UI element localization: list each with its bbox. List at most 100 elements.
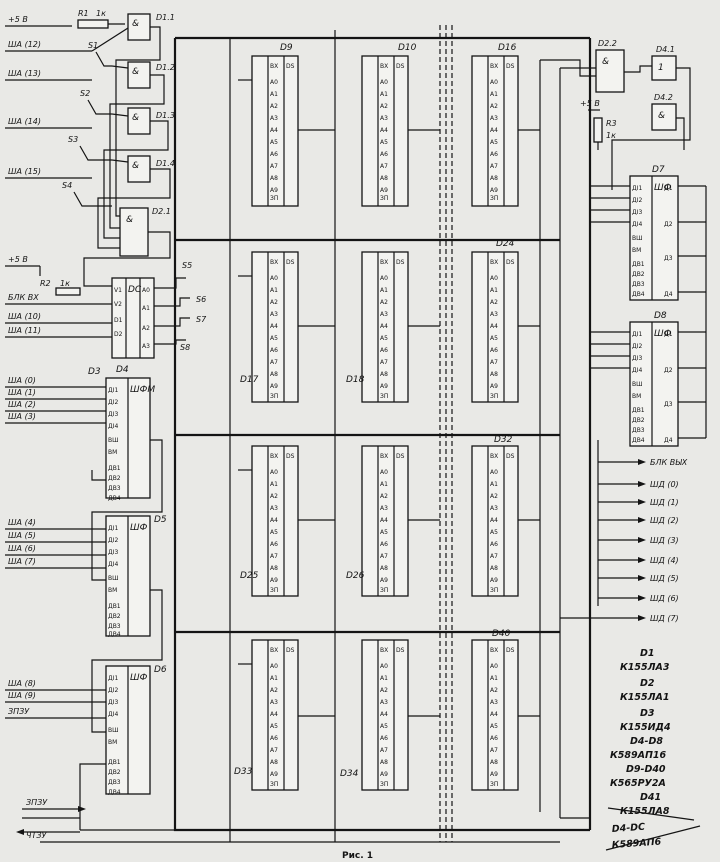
svg-text:ДВ3: ДВ3 (632, 281, 645, 288)
svg-text:А7: А7 (270, 747, 278, 754)
svg-text:А0: А0 (270, 275, 278, 282)
svg-text:А4: А4 (270, 323, 278, 330)
svg-text:А2: А2 (490, 103, 498, 110)
latch-chips: D3 ШФМ ДІ1 ДІ2 ДІ3 ДІ4 ВШ ВМ ДВ1 ДВ2 ДВ3… (5, 367, 167, 830)
svg-text:ДВ1: ДВ1 (108, 603, 121, 610)
svg-text:А3: А3 (380, 115, 388, 122)
svg-text:ДВ3: ДВ3 (632, 427, 645, 434)
memory-chip-d10: D10 ВХ DS А0 А1 А2 А3 А4 А5 А6 А7 А8 А9 … (361, 43, 417, 207)
svg-text:А9: А9 (270, 771, 278, 778)
svg-text:ВХ: ВХ (270, 453, 278, 460)
svg-text:ДВ4: ДВ4 (108, 631, 121, 638)
svg-text:А6: А6 (490, 735, 498, 742)
switch-s1: S1 (88, 41, 98, 50)
svg-text:А5: А5 (490, 139, 498, 146)
svg-text:ДІ3: ДІ3 (108, 411, 118, 418)
legend-ref-3: D4-D8 (630, 736, 663, 747)
svg-text:А4: А4 (380, 127, 388, 134)
svg-text:А6: А6 (380, 347, 388, 354)
svg-text:D26: D26 (346, 571, 365, 581)
svg-text:А6: А6 (270, 151, 278, 158)
svg-text:А1: А1 (270, 91, 278, 98)
svg-text:ВХ: ВХ (270, 647, 278, 654)
svg-text:А7: А7 (490, 553, 498, 560)
svg-text:ЗП: ЗП (490, 587, 498, 594)
svg-text:А2: А2 (380, 299, 388, 306)
svg-text:ЗП: ЗП (270, 587, 278, 594)
bottom-control-lines: ЗПЗУ ЧТЗУ (16, 798, 86, 840)
svg-text:А2: А2 (270, 299, 278, 306)
svg-text:А3: А3 (270, 699, 278, 706)
svg-text:А4: А4 (490, 323, 498, 330)
svg-text:А1: А1 (270, 481, 278, 488)
svg-text:А7: А7 (490, 747, 498, 754)
svg-text:ДІ1: ДІ1 (108, 387, 118, 394)
svg-text:ШФМ: ШФМ (130, 385, 155, 395)
latch-input-1: ША (1) (8, 388, 36, 397)
data-bus-outputs: БЛК ВЫХ ШД (0) ШД (1) ШД (2) ШД (3) ШД (… (560, 440, 688, 623)
svg-text:ЗП: ЗП (490, 781, 498, 788)
r3-value: 1к (606, 131, 616, 140)
switch-s3: S3 (68, 135, 78, 144)
zp-tzu-mid-label: ЗПЗУ (8, 707, 30, 716)
svg-text:ДВ2: ДВ2 (108, 475, 121, 482)
svg-text:ВШ: ВШ (108, 437, 119, 444)
svg-text:А4: А4 (490, 127, 498, 134)
svg-text:А5: А5 (270, 529, 278, 536)
data-out-3: ШД (3) (650, 536, 679, 545)
chip-d7: D7 (652, 165, 665, 175)
legend-part-5: К155ЛА8 (620, 806, 670, 817)
svg-text:А5: А5 (270, 335, 278, 342)
svg-text:Д1: Д1 (664, 185, 673, 192)
svg-text:DC: DC (128, 285, 142, 295)
svg-text:&: & (126, 215, 133, 225)
switch-s8: S8 (180, 343, 190, 352)
svg-text:А6: А6 (270, 347, 278, 354)
svg-text:А6: А6 (490, 151, 498, 158)
svg-text:D34: D34 (340, 769, 359, 779)
svg-text:ДВ3: ДВ3 (108, 485, 121, 492)
svg-text:ДІ1: ДІ1 (108, 675, 118, 682)
bus-frame (40, 25, 592, 843)
svg-text:ВХ: ВХ (380, 647, 388, 654)
svg-text:А3: А3 (380, 505, 388, 512)
svg-text:ДВ4: ДВ4 (108, 789, 121, 796)
gate-d4-1: D4.1 (656, 45, 675, 54)
svg-text:DS: DS (396, 63, 405, 70)
svg-text:А0: А0 (490, 663, 498, 670)
svg-text:А7: А7 (380, 747, 388, 754)
svg-text:D25: D25 (240, 571, 259, 581)
chip-d4: D4 (116, 365, 129, 375)
svg-text:ВХ: ВХ (380, 453, 388, 460)
svg-text:ДІ2: ДІ2 (108, 399, 118, 406)
svg-text:ВХ: ВХ (380, 259, 388, 266)
svg-text:ДІ1: ДІ1 (632, 185, 642, 192)
latch-input-7: ША (7) (8, 557, 36, 566)
memory-chip-d32: D32 ВХ DS А0 А1 А2 А3 А4 А5 А6 А7 А8 А9 … (471, 435, 519, 597)
svg-text:DS: DS (286, 63, 295, 70)
svg-text:ЗП: ЗП (380, 393, 388, 400)
svg-text:А4: А4 (270, 711, 278, 718)
svg-text:ВШ: ВШ (632, 235, 643, 242)
svg-text:ДВ1: ДВ1 (108, 465, 121, 472)
svg-text:А2: А2 (270, 103, 278, 110)
decoder-d4: +5 В R2 1к БЛК ВХ ША (10) ША (11) DC V1 … (5, 255, 207, 375)
svg-text:А3: А3 (380, 699, 388, 706)
svg-text:A1: A1 (142, 305, 150, 312)
svg-text:D1: D1 (114, 317, 123, 324)
svg-text:А6: А6 (490, 347, 498, 354)
legend-ref-1: D2 (640, 678, 655, 689)
svg-text:D24: D24 (496, 239, 515, 249)
svg-text:А3: А3 (490, 311, 498, 318)
svg-text:ЗП: ЗП (380, 587, 388, 594)
latch-input-5: ША (5) (8, 531, 36, 540)
svg-text:ДІ3: ДІ3 (108, 699, 118, 706)
svg-text:ШФ: ШФ (654, 329, 672, 339)
svg-text:ВМ: ВМ (108, 739, 117, 746)
switch-s4: S4 (62, 181, 72, 190)
data-out-6: ШД (6) (650, 594, 679, 603)
svg-text:А0: А0 (380, 663, 388, 670)
svg-text:А8: А8 (380, 565, 388, 572)
legend-part-0: К155ЛА3 (620, 662, 670, 673)
data-out-0: ШД (0) (650, 480, 679, 489)
